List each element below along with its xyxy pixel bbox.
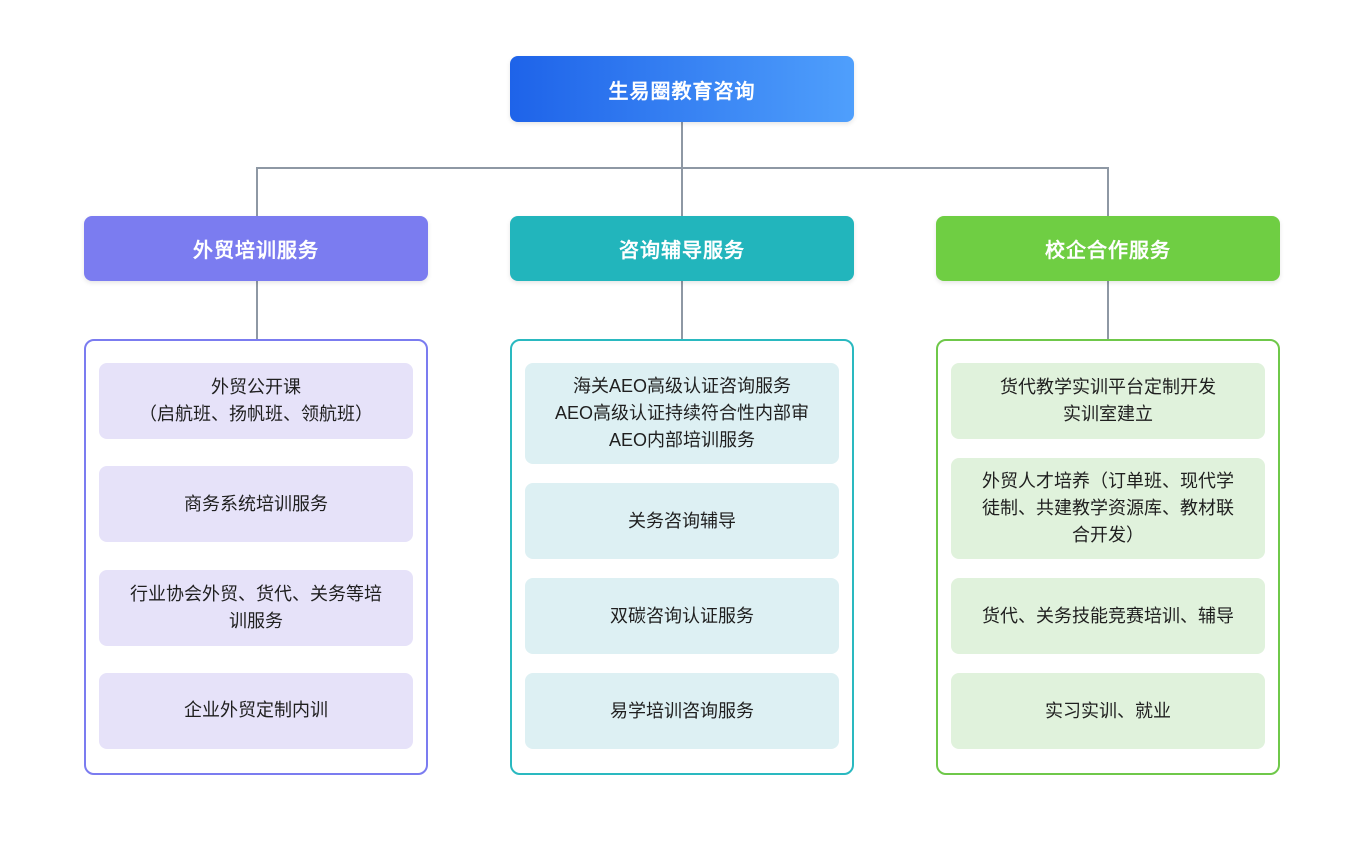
branch-group-foreign-trade-training: 外贸公开课 （启航班、扬帆班、领航班） 商务系统培训服务 行业协会外贸、货代、关…: [84, 339, 428, 775]
branch-group-school-enterprise-cooperation: 货代教学实训平台定制开发 实训室建立 外贸人才培养（订单班、现代学 徒制、共建教…: [936, 339, 1280, 775]
connector-line: [681, 167, 683, 216]
branch-header-foreign-trade-training: 外贸培训服务: [84, 216, 428, 281]
connector-line: [256, 167, 258, 216]
branch-header-school-enterprise-cooperation: 校企合作服务: [936, 216, 1280, 281]
connector-line: [681, 281, 683, 339]
root-node-label: 生易圈教育咨询: [608, 80, 756, 103]
leaf-node: 外贸人才培养（订单班、现代学 徒制、共建教学资源库、教材联 合开发）: [951, 458, 1265, 559]
connector-line: [681, 122, 683, 168]
branch-header-label: 外贸培训服务: [193, 240, 319, 262]
connector-line: [1107, 281, 1109, 339]
leaf-node: 易学培训咨询服务: [525, 673, 839, 749]
leaf-node: 实习实训、就业: [951, 673, 1265, 749]
leaf-node: 企业外贸定制内训: [99, 672, 413, 749]
leaf-node: 关务咨询辅导: [525, 483, 839, 559]
leaf-node: 双碳咨询认证服务: [525, 578, 839, 654]
connector-line: [1107, 167, 1109, 216]
branch-header-label: 咨询辅导服务: [619, 240, 745, 262]
leaf-node: 行业协会外贸、货代、关务等培 训服务: [99, 569, 413, 646]
connector-line: [256, 281, 258, 339]
branch-group-consulting-coaching: 海关AEO高级认证咨询服务 AEO高级认证持续符合性内部审 AEO内部培训服务 …: [510, 339, 854, 775]
leaf-node: 外贸公开课 （启航班、扬帆班、领航班）: [99, 363, 413, 439]
leaf-node: 商务系统培训服务: [99, 466, 413, 543]
leaf-node: 货代、关务技能竞赛培训、辅导: [951, 578, 1265, 654]
root-node-company: 生易圈教育咨询: [510, 56, 854, 122]
leaf-node: 货代教学实训平台定制开发 实训室建立: [951, 363, 1265, 439]
branch-header-label: 校企合作服务: [1045, 240, 1171, 262]
branch-header-consulting-coaching: 咨询辅导服务: [510, 216, 854, 281]
leaf-node: 海关AEO高级认证咨询服务 AEO高级认证持续符合性内部审 AEO内部培训服务: [525, 363, 839, 464]
